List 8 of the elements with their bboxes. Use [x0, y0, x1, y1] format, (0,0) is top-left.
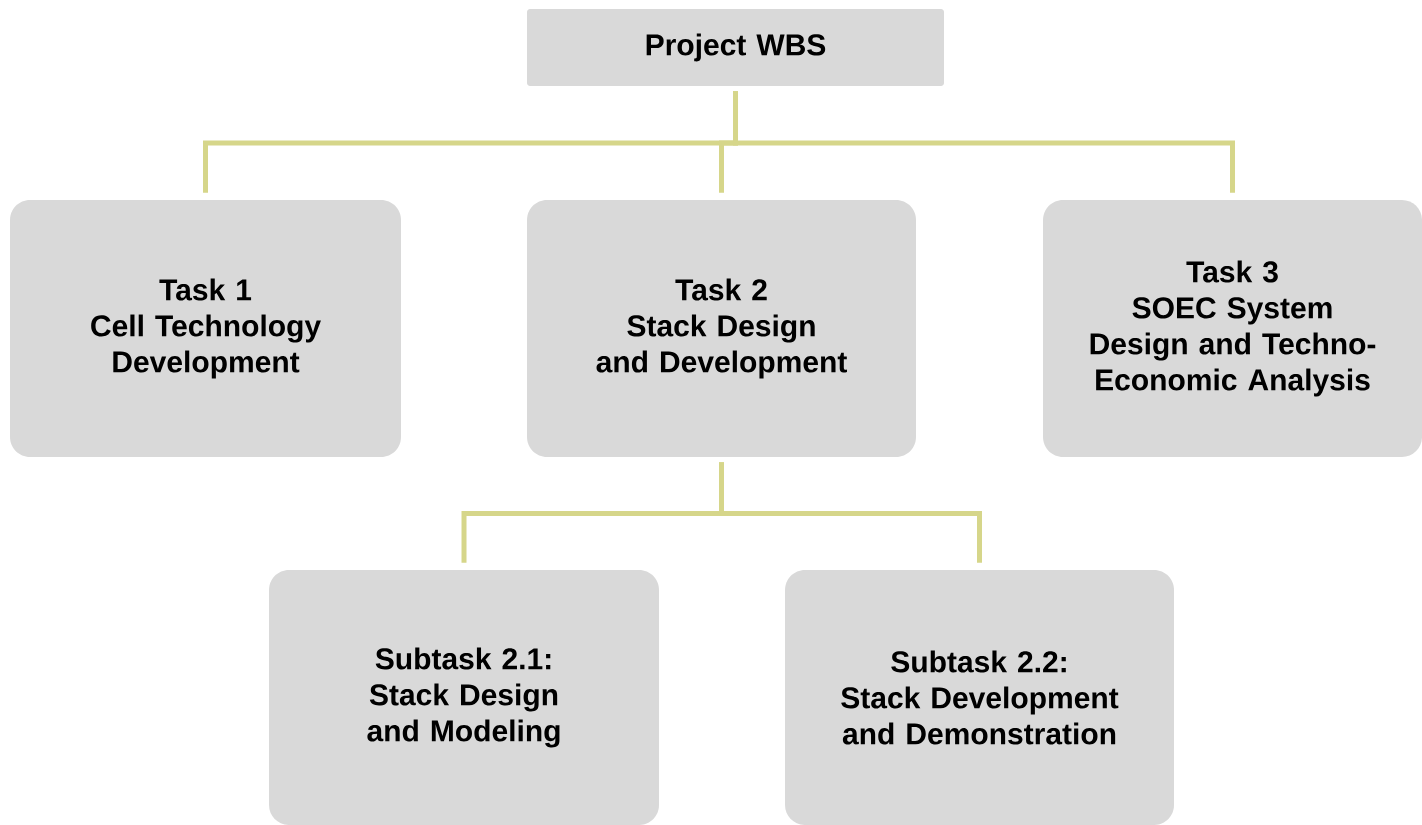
task-box: Task 1 Cell Technology Development — [10, 200, 401, 457]
connector-line — [733, 91, 1235, 193]
connector-line — [719, 462, 982, 563]
task-box: Subtask 2.1: Stack Design and Modeling — [269, 570, 659, 825]
title-box: Project WBS — [527, 9, 944, 86]
task-box: Task 2 Stack Design and Development — [527, 200, 916, 457]
task-box: Subtask 2.2: Stack Development and Demonstration — [785, 570, 1174, 825]
task-box: Task 3 SOEC System Design and Techno-Economic Analysis — [1043, 200, 1422, 457]
